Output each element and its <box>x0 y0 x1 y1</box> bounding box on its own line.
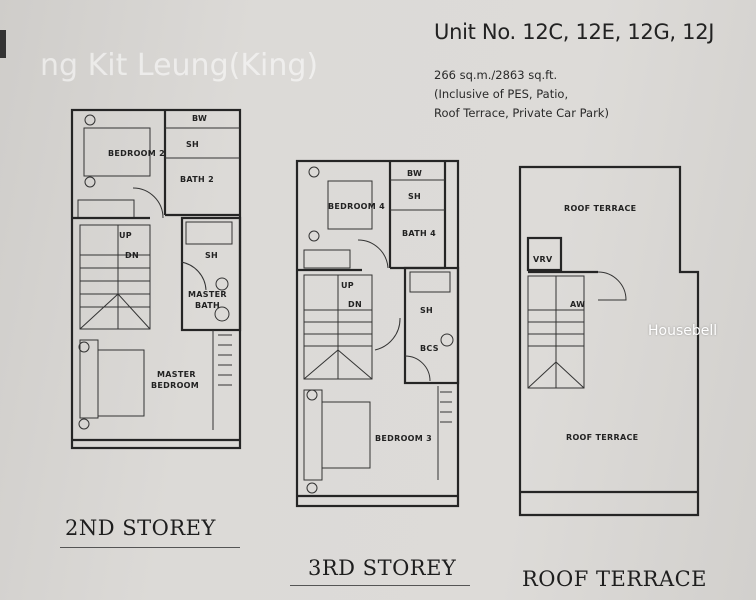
plan-3rd-storey: BEDROOM 4 BW SH BATH 4 UP DN SH BCS BEDR… <box>295 159 460 508</box>
room-label: VRV <box>533 255 553 264</box>
area-line: Roof Terrace, Private Car Park) <box>434 106 609 120</box>
heading-underline <box>60 547 240 548</box>
room-label: SH <box>420 306 433 315</box>
room-label: BEDROOM <box>151 381 199 390</box>
room-label: UP <box>341 281 354 290</box>
room-label: ROOF TERRACE <box>564 204 636 213</box>
area-line: 266 sq.m./2863 sq.ft. <box>434 68 558 82</box>
room-label: BATH 4 <box>402 229 436 238</box>
watermark-name: ng Kit Leung(King) <box>40 48 319 83</box>
room-label: DN <box>348 300 362 309</box>
area-line: (Inclusive of PES, Patio, <box>434 87 569 101</box>
room-label: BATH <box>195 301 220 310</box>
room-label: MASTER <box>188 290 227 299</box>
room-label: BW <box>407 169 422 178</box>
room-label: BEDROOM 3 <box>375 434 432 443</box>
heading-roof-terrace: ROOF TERRACE <box>522 567 708 591</box>
room-label: DN <box>125 251 139 260</box>
edge-mark <box>0 30 6 58</box>
room-label: SH <box>205 251 218 260</box>
heading-2nd-storey: 2ND STOREY <box>65 516 216 540</box>
plan-2nd-storey: BEDROOM 2 BW SH BATH 2 UP DN SH MASTER B… <box>70 108 242 450</box>
room-label: SH <box>186 140 199 149</box>
heading-underline <box>290 585 470 586</box>
room-label: AW <box>570 300 585 309</box>
plan-roof-terrace: ROOF TERRACE VRV AW ROOF TERRACE <box>518 165 700 517</box>
heading-3rd-storey: 3RD STOREY <box>308 556 457 580</box>
area-info: 266 sq.m./2863 sq.ft. (Inclusive of PES,… <box>434 66 609 123</box>
room-label: BW <box>192 114 207 123</box>
room-label: UP <box>119 231 132 240</box>
room-label: BCS <box>420 344 439 353</box>
unit-title: Unit No. 12C, 12E, 12G, 12J <box>434 20 715 44</box>
watermark-brand: Housebell <box>648 323 718 339</box>
room-label: ROOF TERRACE <box>566 433 638 442</box>
room-label: BEDROOM 2 <box>108 149 165 158</box>
room-label: BATH 2 <box>180 175 214 184</box>
room-label: MASTER <box>157 370 196 379</box>
room-label: BEDROOM 4 <box>328 202 385 211</box>
room-label: SH <box>408 192 421 201</box>
